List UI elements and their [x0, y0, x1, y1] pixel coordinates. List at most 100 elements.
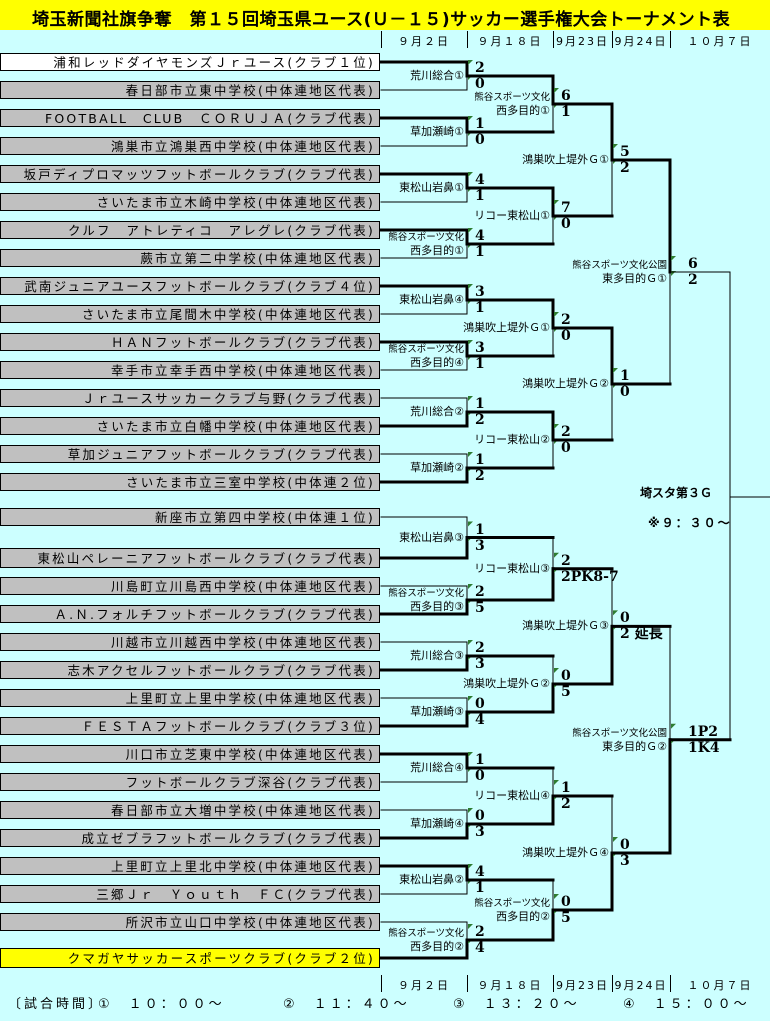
score-top: 6 [688, 256, 698, 272]
round-date: 9月24日 [614, 35, 668, 48]
title-bar: 埼玉新聞社旗争奪 第１５回埼玉県ユース(Ｕ－１５)サッカー選手権大会トーナメント… [0, 0, 770, 30]
match-venue-line: 西多目的② [410, 940, 464, 953]
match-venue: 熊谷スポーツ文化西多目的③ [388, 587, 464, 613]
score-bottom: 4 [475, 712, 485, 728]
match-venue-line: 荒川総合④ [410, 761, 464, 774]
score-top: 2 [561, 424, 571, 440]
score-top: 7 [561, 200, 571, 216]
comment-marker-icon [468, 521, 473, 527]
score-top: 4 [475, 172, 485, 188]
round-date: ９月２日 [398, 35, 450, 48]
comment-marker-icon [468, 864, 473, 869]
match-venue-line: 草加瀬崎② [410, 461, 464, 474]
team-entry: 新座市立第四中学校(中体連１位) [0, 508, 380, 526]
match-venue: 熊谷スポーツ文化西多目的① [474, 91, 550, 117]
comment-marker-icon [468, 452, 473, 457]
match-venue: リコー東松山② [474, 433, 550, 446]
match-venue: 熊谷スポーツ文化西多目的② [388, 927, 464, 953]
match-venue: リコー東松山① [474, 209, 550, 222]
match-venue: 東松山岩鼻① [399, 181, 464, 194]
score-bottom: 1 [561, 104, 571, 120]
team-entry: 川口市立芝東中学校(中体連地区代表) [0, 745, 380, 763]
comment-marker-icon [554, 780, 559, 785]
match-venue-line: 西多目的① [496, 104, 550, 117]
score-top: 0 [561, 894, 571, 910]
score-bottom: 2 [475, 468, 485, 484]
round-date: ９月１８日 [477, 35, 543, 48]
final-kickoff-time: ※９：３０～ [648, 516, 732, 530]
comment-marker-icon [468, 396, 473, 401]
match-time-slot: ② １１：４０～ [283, 997, 410, 1012]
team-entry: 上里町立上里中学校(中体連地区代表) [0, 689, 380, 707]
round-date: １０月７日 [687, 35, 753, 48]
score-bottom: 0 [561, 328, 571, 344]
match-venue: 熊谷スポーツ文化公園東多目的Ｇ① [572, 259, 667, 285]
match-venue: 鴻巣吹上堤外Ｇ② [463, 677, 550, 690]
match-venue-line: 鴻巣吹上堤外Ｇ④ [522, 846, 609, 859]
comment-marker-icon [554, 668, 559, 673]
match-venue-line: 草加瀬崎④ [410, 817, 464, 830]
match-venue: 熊谷スポーツ文化西多目的④ [388, 343, 464, 369]
match-venue-line: 熊谷スポーツ文化 [388, 232, 464, 243]
match-venue: 草加瀬崎④ [410, 817, 464, 830]
comment-marker-icon [671, 723, 676, 729]
match-venue-line: 熊谷スポーツ文化 [474, 898, 550, 909]
match-venue: 東松山岩鼻② [399, 873, 464, 886]
score-top: 1 [475, 396, 485, 412]
score-top: 4 [475, 864, 485, 880]
match-time-slot: ① １０：００～ [98, 997, 225, 1012]
match-venue-line: 東松山岩鼻① [399, 181, 464, 194]
score-bottom: 1K4 [688, 739, 720, 756]
score-bottom: 1 [475, 356, 485, 372]
score-bottom: 3 [475, 656, 485, 672]
comment-marker-icon [468, 584, 473, 589]
comment-marker-icon [671, 256, 676, 261]
score-bottom: 5 [561, 910, 571, 926]
round-date: 9月23日 [556, 979, 609, 992]
match-time-slot: ③ １３：２０～ [453, 997, 580, 1012]
score-bottom: 2 [475, 412, 485, 428]
score-bottom: 2 [561, 796, 571, 812]
match-venue: 草加瀬崎③ [410, 705, 464, 718]
comment-marker-icon [613, 144, 618, 149]
score-top: 1 [475, 752, 485, 768]
comment-marker-icon [468, 924, 473, 929]
score-top: 1P2 [688, 723, 719, 740]
score-top: 2 [561, 312, 571, 328]
comment-marker-icon [468, 116, 473, 121]
team-entry: さいたま市立木崎中学校(中体連地区代表) [0, 193, 380, 211]
score-bottom: 5 [475, 600, 485, 616]
date-separator [381, 31, 382, 48]
comment-marker-icon [554, 424, 559, 429]
score-bottom: 0 [475, 768, 485, 784]
date-separator [670, 31, 671, 48]
match-venue: 荒川総合① [410, 69, 464, 82]
score-bottom: 2 [688, 272, 698, 288]
match-venue-line: リコー東松山① [474, 209, 550, 222]
score-bottom: 1 [475, 188, 485, 204]
match-venue-line: 東多目的Ｇ① [602, 272, 667, 285]
comment-marker-icon [613, 368, 618, 373]
score-top: 2 [561, 552, 571, 569]
match-venue-line: 鴻巣吹上堤外Ｇ① [463, 321, 550, 334]
comment-marker-icon [468, 640, 473, 645]
score-top: 2 [475, 640, 485, 656]
score-bottom: 4 [475, 940, 485, 956]
comment-marker-icon [468, 172, 473, 177]
date-separator [553, 31, 554, 48]
match-venue-line: 西多目的④ [410, 356, 464, 369]
score-bottom: 0 [620, 384, 630, 400]
score-bottom: 3 [620, 853, 630, 869]
score-top: 4 [475, 228, 485, 244]
round-date: 9月23日 [556, 35, 609, 48]
score-top: 5 [620, 144, 630, 160]
date-separator [612, 31, 613, 48]
match-venue-line: 熊谷スポーツ文化公園 [572, 727, 667, 739]
comment-marker-icon [468, 284, 473, 289]
score-bottom: 3 [475, 537, 485, 554]
team-entry: 上里町立上里北中学校(中体連地区代表) [0, 857, 380, 875]
match-venue-line: 鴻巣吹上堤外Ｇ① [522, 153, 609, 166]
score-top: 1 [620, 368, 630, 384]
match-venue-line: 熊谷スポーツ文化 [388, 344, 464, 355]
